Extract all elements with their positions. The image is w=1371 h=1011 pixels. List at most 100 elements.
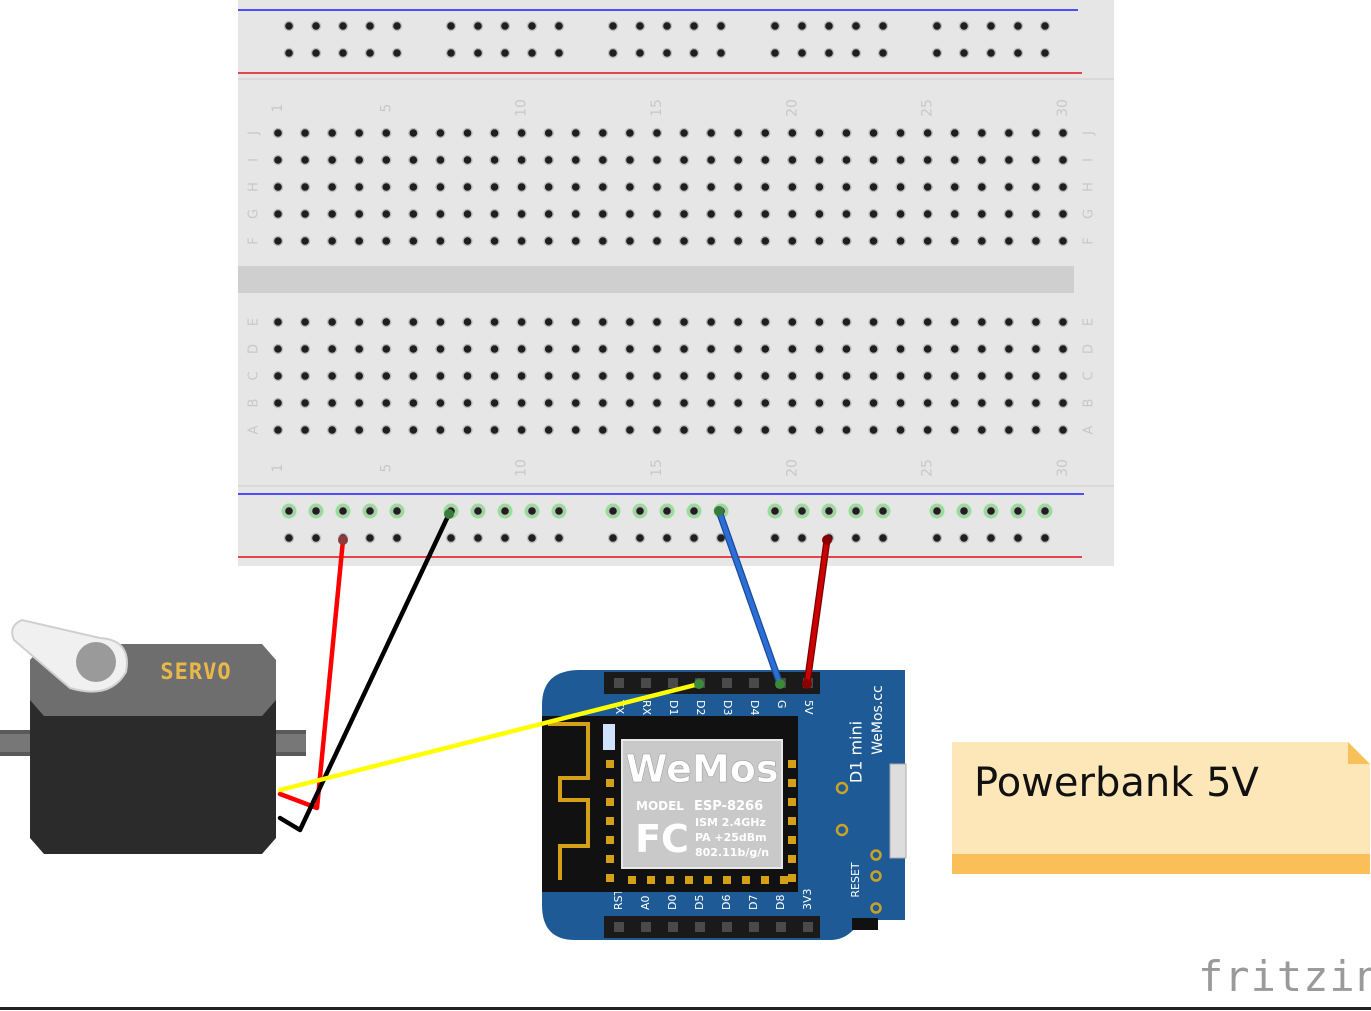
servo-shaft	[76, 642, 116, 682]
breadboard-hole	[354, 235, 365, 247]
breadboard-hole	[553, 532, 565, 544]
breadboard-hole	[823, 20, 835, 32]
breadboard-hole	[408, 397, 419, 409]
breadboard-hole	[895, 370, 906, 382]
breadboard-hole	[299, 397, 311, 409]
row-letter: D	[247, 344, 262, 354]
breadboard-hole	[1030, 208, 1042, 220]
breadboard-hole	[354, 370, 365, 382]
breadboard-hole	[445, 47, 457, 59]
breadboard-hole	[678, 316, 690, 328]
breadboard-hole	[462, 208, 473, 220]
breadboard-hole	[823, 47, 835, 59]
breadboard-hole-connected	[848, 503, 864, 519]
breadboard-hole	[354, 208, 365, 220]
breadboard-hole	[895, 235, 906, 247]
breadboard-hole	[922, 343, 933, 355]
module-pad	[606, 798, 614, 806]
breadboard-hole	[634, 20, 646, 32]
chip-model: ESP-8266	[694, 799, 763, 814]
column-number: 15	[649, 99, 665, 117]
breadboard-hole	[435, 181, 446, 193]
breadboard-hole	[489, 127, 500, 139]
breadboard-hole	[445, 20, 457, 32]
breadboard-hole	[607, 47, 619, 59]
breadboard-hole	[408, 181, 419, 193]
breadboard-hole	[489, 208, 500, 220]
breadboard-hole	[326, 208, 338, 220]
breadboard-hole	[678, 181, 690, 193]
breadboard-hole	[976, 343, 988, 355]
breadboard-hole	[705, 424, 717, 436]
breadboard-hole	[543, 154, 554, 166]
header-pin	[776, 922, 786, 932]
breadboard-hole	[787, 181, 798, 193]
breadboard-hole	[299, 343, 311, 355]
breadboard-hole	[516, 235, 527, 247]
breadboard-hole	[435, 208, 446, 220]
header-pin	[614, 922, 624, 932]
column-number: 10	[514, 99, 530, 117]
breadboard-hole	[732, 343, 744, 355]
module-pad	[606, 874, 614, 882]
column-number: 15	[649, 459, 665, 477]
module-pad	[788, 855, 796, 863]
breadboard-hole	[597, 316, 609, 328]
module-pad	[761, 876, 769, 884]
breadboard-hole	[489, 343, 500, 355]
breadboard-hole	[435, 154, 446, 166]
breadboard-hole	[607, 532, 619, 544]
breadboard-hole	[408, 208, 419, 220]
breadboard-hole	[516, 208, 527, 220]
breadboard-hole	[895, 316, 906, 328]
row-letter: C	[247, 371, 262, 380]
breadboard-hole	[651, 370, 663, 382]
header-pin	[749, 678, 759, 688]
header-pin	[641, 678, 651, 688]
breadboard-hole	[841, 316, 852, 328]
breadboard-hole	[931, 20, 943, 32]
breadboard-hole	[922, 370, 933, 382]
breadboard-hole	[1039, 20, 1051, 32]
row-letter: F	[1082, 237, 1097, 244]
breadboard-hole	[597, 127, 609, 139]
breadboard-hole	[435, 424, 446, 436]
header-pin	[722, 922, 732, 932]
mount-pad	[835, 781, 849, 795]
breadboard-hole	[499, 532, 511, 544]
column-number: 30	[1055, 459, 1071, 477]
breadboard-hole-connected	[767, 503, 783, 519]
breadboard-hole	[705, 343, 717, 355]
breadboard-hole	[922, 424, 933, 436]
breadboard-hole	[841, 208, 852, 220]
breadboard-hole-connected	[551, 503, 567, 519]
breadboard-hole	[516, 181, 527, 193]
breadboard-hole	[760, 424, 771, 436]
breadboard-hole	[814, 370, 825, 382]
breadboard-hole	[326, 154, 338, 166]
wire-end	[822, 535, 832, 545]
breadboard-hole	[732, 397, 744, 409]
row-letter: I	[1082, 158, 1097, 162]
breadboard-hole	[732, 154, 744, 166]
board-model-name: D1 mini	[847, 721, 866, 783]
breadboard-center-channel	[238, 266, 1074, 293]
breadboard-hole	[1003, 370, 1015, 382]
breadboard-hole	[949, 370, 960, 382]
breadboard-hole	[985, 532, 997, 544]
breadboard-hole	[283, 532, 295, 544]
breadboard-hole	[688, 20, 700, 32]
breadboard-hole	[868, 208, 879, 220]
servo-body	[30, 684, 276, 854]
breadboard-hole	[462, 235, 473, 247]
breadboard-hole	[299, 424, 311, 436]
mount-pad	[870, 849, 882, 861]
breadboard-hole	[651, 397, 663, 409]
bottom-pin-label: D5	[693, 895, 706, 910]
breadboard-hole	[408, 424, 419, 436]
note-body	[952, 742, 1370, 874]
breadboard-hole	[787, 424, 798, 436]
breadboard-hole	[976, 235, 988, 247]
breadboard-hole	[299, 208, 311, 220]
